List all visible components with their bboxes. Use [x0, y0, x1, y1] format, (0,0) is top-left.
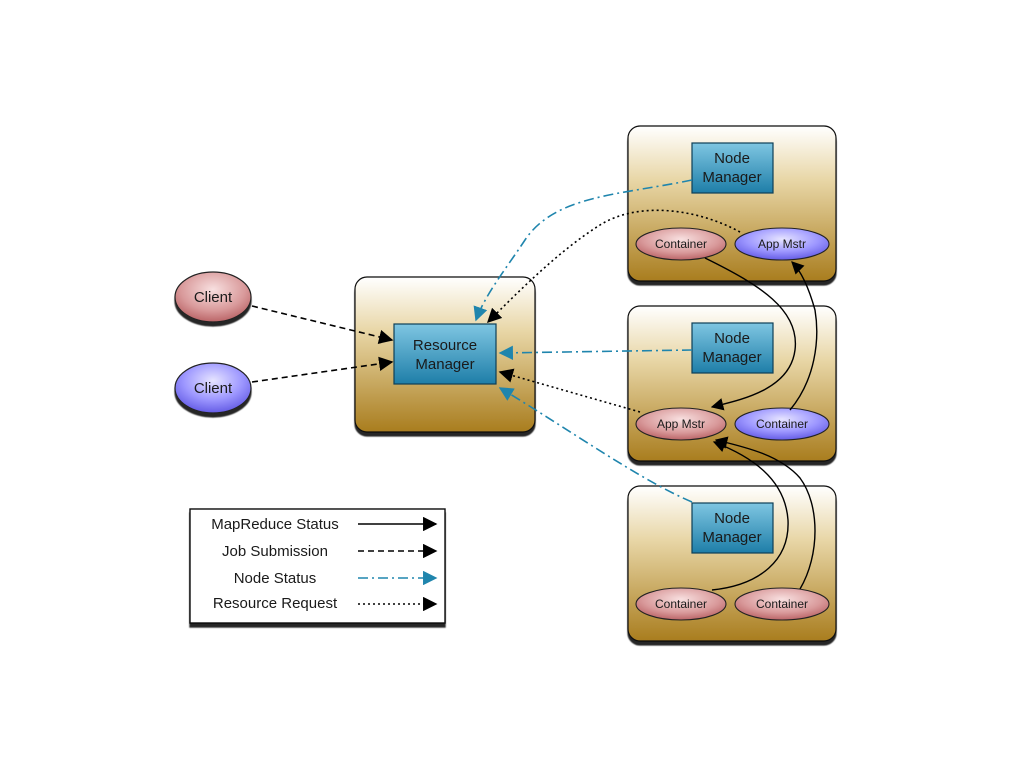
resource-manager-box: Resource Manager — [393, 323, 497, 385]
nm3-container-right-node: Container — [734, 587, 830, 621]
nm3-container-left-node: Container — [635, 587, 727, 621]
nm1-container-node: Container — [635, 227, 727, 261]
resource-request-arrow-nm2 — [498, 368, 641, 413]
nm2-container-label: Container — [756, 417, 808, 431]
node-manager-2-label-line2: Manager — [702, 349, 761, 366]
legend-resource-request-label: Resource Request — [213, 595, 338, 612]
legend: MapReduce Status Job Submission Node Sta… — [189, 508, 446, 624]
nm2-app-mstr-node: App Mstr — [635, 407, 727, 441]
node-status-arrow-nm3 — [498, 387, 693, 503]
node-manager-box-2: Node Manager — [691, 322, 774, 374]
legend-mapreduce-status-label: MapReduce Status — [211, 516, 339, 533]
node-manager-box-1: Node Manager — [691, 142, 774, 194]
client-node-top: Client — [174, 271, 252, 323]
client-top-label: Client — [194, 289, 233, 306]
node-manager-1-label-line1: Node — [714, 150, 750, 167]
mapreduce-status-nm2-container-to-nm1-appmstr — [789, 261, 818, 411]
client-node-bottom: Client — [174, 362, 252, 414]
nm2-app-mstr-label: App Mstr — [657, 417, 705, 431]
resource-manager-label-line1: Resource — [413, 337, 477, 354]
nm1-app-mstr-label: App Mstr — [758, 237, 806, 251]
job-submission-arrow-bottom — [251, 356, 394, 383]
node-manager-2-label-line1: Node — [714, 330, 750, 347]
resource-manager-label-line2: Manager — [415, 356, 474, 373]
mapreduce-status-nm1-container-to-nm2-appmstr — [704, 257, 797, 411]
job-submission-arrow-top — [251, 305, 394, 344]
node-status-arrow-nm1 — [473, 179, 693, 322]
nm3-container-right-label: Container — [756, 597, 808, 611]
legend-job-submission-label: Job Submission — [222, 543, 328, 560]
nm1-container-label: Container — [655, 237, 707, 251]
mapreduce-status-nm3-left-to-nm2-appmstr — [711, 440, 789, 591]
node-manager-3-label-line1: Node — [714, 510, 750, 527]
nm1-app-mstr-node: App Mstr — [734, 227, 830, 261]
legend-node-status-label: Node Status — [234, 570, 317, 587]
node-manager-box-3: Node Manager — [691, 502, 774, 554]
nm3-container-left-label: Container — [655, 597, 707, 611]
client-bottom-label: Client — [194, 380, 233, 397]
node-manager-3-label-line2: Manager — [702, 529, 761, 546]
nm2-container-node: Container — [734, 407, 830, 441]
node-status-arrow-nm2 — [498, 345, 693, 360]
resource-request-arrow-nm1 — [486, 209, 741, 324]
mapreduce-status-nm3-right-to-nm2-appmstr — [714, 436, 816, 590]
node-manager-1-label-line2: Manager — [702, 169, 761, 186]
